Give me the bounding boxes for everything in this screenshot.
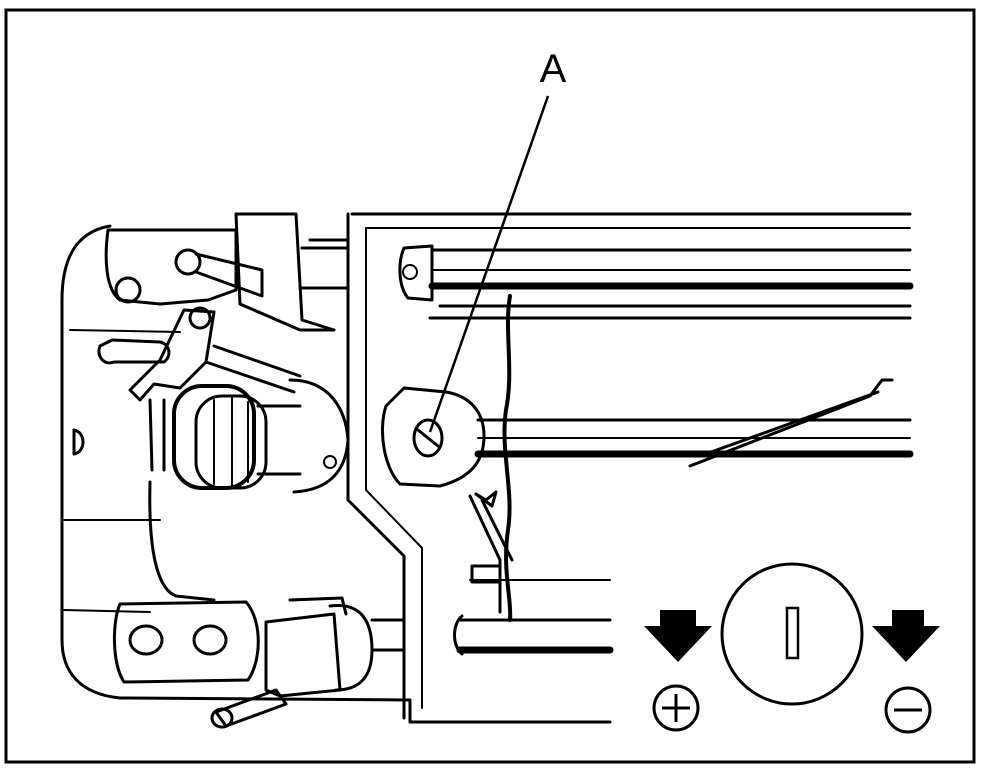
housing-notch bbox=[72, 428, 85, 456]
center-shaft bbox=[474, 418, 914, 458]
hub-screw bbox=[323, 455, 337, 469]
callout-label-a: A bbox=[540, 47, 567, 91]
pulley-grooves bbox=[213, 397, 249, 487]
housing-outline bbox=[60, 224, 612, 724]
lower-block bbox=[470, 564, 502, 584]
bottom-pin-head bbox=[210, 707, 234, 729]
bottom-clamp bbox=[264, 596, 348, 698]
circled-minus-icon bbox=[884, 686, 932, 734]
circled-plus-icon bbox=[652, 684, 700, 732]
hub-shaft bbox=[256, 378, 350, 494]
figure-frame bbox=[4, 8, 976, 764]
center-collar bbox=[380, 386, 486, 488]
upper-shaft bbox=[428, 248, 914, 290]
vertical-slot-icon bbox=[785, 606, 800, 660]
drop-link bbox=[148, 480, 216, 602]
hub-arm bbox=[204, 344, 302, 394]
bottom-screw-1 bbox=[128, 624, 164, 656]
collar-screw-slot bbox=[416, 428, 440, 448]
callout-leader-a bbox=[428, 95, 550, 433]
lever-pin bbox=[188, 306, 212, 330]
shaft-stub bbox=[300, 238, 348, 290]
lower-shaft bbox=[456, 579, 614, 654]
small-clip bbox=[474, 490, 498, 508]
collar-screw bbox=[412, 418, 444, 458]
upper-shaft-collar bbox=[398, 244, 434, 302]
upper-left-block bbox=[104, 228, 238, 306]
bottom-shaft bbox=[370, 618, 406, 652]
link-rod bbox=[148, 398, 166, 472]
bracket-arm bbox=[468, 494, 514, 614]
adjuster-group bbox=[644, 562, 940, 734]
housing-inner-line bbox=[63, 329, 181, 613]
arrow-down-icon-left bbox=[644, 610, 712, 662]
bottom-pin bbox=[214, 688, 288, 728]
upper-pin-head bbox=[174, 248, 202, 276]
main-plate bbox=[346, 212, 912, 720]
pulley-ring bbox=[194, 394, 268, 490]
middle-rail bbox=[428, 304, 912, 320]
lower-shaft-end bbox=[453, 614, 464, 656]
bottom-block bbox=[112, 600, 260, 684]
thread bbox=[502, 294, 513, 622]
arrow-down-icon-right bbox=[872, 610, 940, 662]
bottom-screw-2 bbox=[192, 624, 228, 656]
vertical-bracket bbox=[234, 212, 336, 332]
main-plate-inner bbox=[365, 227, 423, 709]
upper-collar-screw bbox=[402, 264, 418, 280]
upper-screw bbox=[114, 276, 142, 304]
link-screws bbox=[97, 338, 171, 365]
wire-guard bbox=[688, 378, 894, 468]
upper-pin bbox=[194, 252, 264, 298]
lever bbox=[128, 308, 216, 402]
adjuster-dial bbox=[720, 562, 864, 706]
